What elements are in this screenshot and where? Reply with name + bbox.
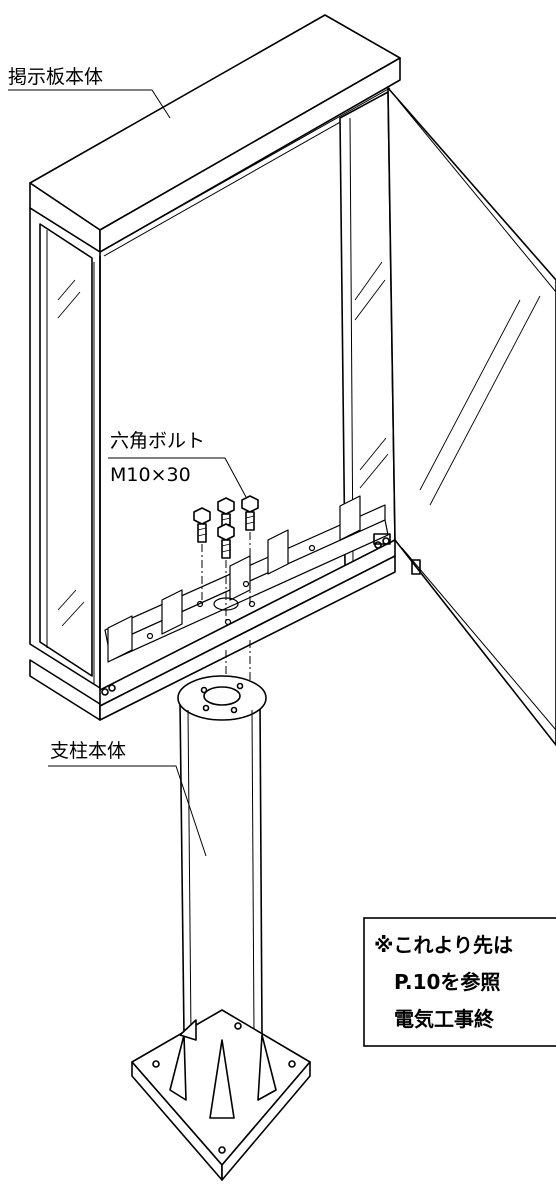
open-door — [387, 87, 556, 746]
post-shaft — [179, 701, 263, 1036]
note-line-2: P.10を参照 — [394, 970, 500, 994]
bolt-spec-label: M10×30 — [110, 464, 191, 486]
note-box: ※これより先は P.10を参照 電気工事終 — [363, 917, 556, 1047]
hex-bolt — [193, 507, 211, 543]
note-line-1: ※これより先は — [374, 933, 513, 957]
back-panel-frame — [339, 91, 396, 567]
mounting-bracket — [104, 495, 389, 663]
hex-bolt — [217, 523, 235, 559]
post-body — [131, 675, 311, 1181]
hex-bolt — [217, 497, 235, 533]
signboard-body — [29, 14, 556, 746]
leader-lines — [8, 89, 247, 857]
hex-bolt-label: 六角ボルト — [110, 430, 205, 452]
hex-bolt — [241, 495, 259, 531]
top-cap-side — [99, 57, 401, 253]
post-body-label: 支柱本体 — [50, 740, 126, 762]
note-line-3: 電気工事終 — [394, 1007, 495, 1031]
signboard-body-label: 掲示板本体 — [8, 66, 103, 88]
post-top-flange — [177, 675, 267, 721]
